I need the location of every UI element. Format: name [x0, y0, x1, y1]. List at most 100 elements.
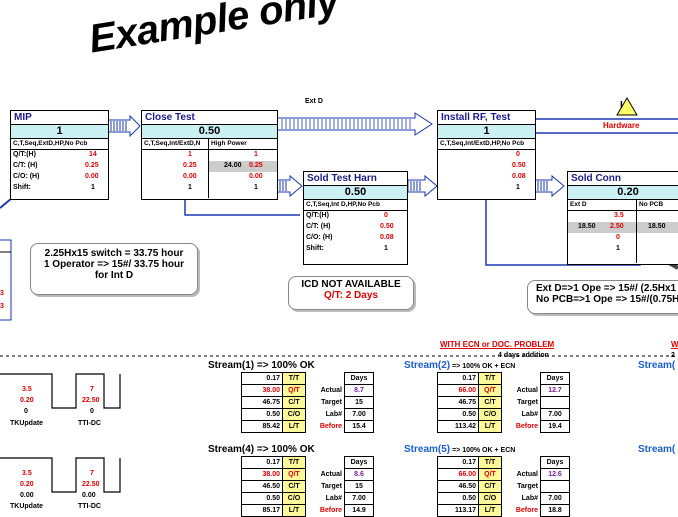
- stream-label: Target: [321, 483, 342, 490]
- timeline-value: 0.20: [20, 481, 34, 488]
- ext-d-label: Ext D: [305, 98, 323, 105]
- row-value: 0.25: [249, 162, 263, 169]
- days-header: Days: [344, 372, 374, 385]
- stream-label: Lab#: [521, 411, 538, 418]
- callout-line: ICD NOT AVAILABLE: [301, 279, 401, 290]
- hardware-label: Hardware: [603, 121, 640, 130]
- stream5-title: Stream(5) => 100% OK + ECN: [404, 444, 515, 455]
- row-value: 1: [616, 245, 620, 252]
- stream-value: 85.42: [241, 420, 283, 433]
- stream-value: 0.17: [437, 372, 479, 385]
- process-attributes: C,T,Seq,Int/ExtD,N: [144, 140, 201, 147]
- row-label: Shift:: [13, 184, 31, 191]
- stream-metric: C/T: [478, 396, 502, 409]
- stream-metric: Q/T: [282, 468, 306, 481]
- row-value: 1: [188, 151, 192, 158]
- row-value: 1: [516, 184, 520, 191]
- stream-metric: Q/T: [478, 468, 502, 481]
- row-value: 0.08: [512, 173, 526, 180]
- row-value: 0.25: [85, 162, 99, 169]
- stream-days: 7.00: [540, 408, 570, 421]
- stream-days: 18.8: [540, 504, 570, 517]
- stream-metric: L/T: [282, 504, 306, 517]
- timeline-value: 22.50: [82, 481, 100, 488]
- stream6-title: Stream(: [638, 444, 676, 455]
- callout-ext-d: Ext D=>1 Ope => 15#/ (2.5Hx1 No PCB=>1 O…: [527, 280, 678, 314]
- stream-days: [540, 396, 570, 409]
- stream-value: 0.17: [241, 456, 283, 469]
- high-power-label: High Power: [208, 139, 247, 149]
- stream-days: 7.00: [540, 492, 570, 505]
- timeline-value: 3.5: [22, 470, 32, 477]
- stream-name: Stream(2): [404, 360, 451, 371]
- process-box-install-rf[interactable]: Install RF, Test 1 C,T,Seq,Int/ExtD,HP,N…: [437, 110, 536, 200]
- stream-label: Before: [319, 423, 342, 430]
- stream-value: 46.50: [241, 480, 283, 493]
- stream1-title: Stream(1) => 100% OK: [208, 360, 315, 371]
- callout-line: No PCB=>1 Ope => 15#/(0.75Hx: [536, 294, 678, 305]
- stream-days: 8.7: [344, 384, 374, 397]
- timeline-label: TTI-DC: [78, 503, 101, 510]
- stream-metric: T/T: [282, 456, 306, 469]
- right-w-label: W: [671, 340, 678, 349]
- stream-days: 7.00: [344, 492, 374, 505]
- stream-metric: L/T: [282, 420, 306, 433]
- process-box-sold-test-harn[interactable]: Sold Test Harn 0.50 C,T,Seq,Int D,HP,No …: [303, 171, 408, 265]
- stream-value: 0.50: [241, 408, 283, 421]
- timeline-label: TKUpdate: [10, 420, 44, 427]
- process-attributes: C,T,Seq,Int/ExtD,HP,No Pcb: [438, 139, 535, 150]
- timeline-value: 7: [90, 470, 94, 477]
- stream-metric: C/O: [478, 408, 502, 421]
- stream-metric: L/T: [478, 504, 502, 517]
- warning-icon: I: [620, 100, 623, 111]
- row-value: 18.50: [648, 223, 666, 230]
- stream-value: 113.17: [437, 504, 479, 517]
- stream-label: Lab#: [325, 411, 342, 418]
- stream-suffix: => 100% OK + ECN: [450, 447, 516, 454]
- days-header: Days: [344, 456, 374, 469]
- row-value: 3.5: [614, 212, 624, 219]
- stream-label: Target: [517, 399, 538, 406]
- stream-days: [540, 480, 570, 493]
- stream-value: 38.00: [241, 468, 283, 481]
- push-arrow-harn-install: [407, 174, 438, 198]
- process-title: MIP: [11, 111, 108, 125]
- stream-metric: C/O: [478, 492, 502, 505]
- stream-label: Lab#: [521, 495, 538, 502]
- row-value: 1: [254, 184, 258, 191]
- timeline-value: 7: [90, 386, 94, 393]
- process-title: Sold Test Harn: [304, 172, 407, 186]
- stream-label: Actual: [320, 471, 342, 478]
- timeline-value: 0: [24, 408, 28, 415]
- row-value: 0.50: [512, 162, 526, 169]
- stream2-title: Stream(2) => 100% OK + ECN: [404, 360, 515, 371]
- stream-metric: C/T: [282, 480, 306, 493]
- timeline-value: 0.00: [82, 492, 96, 499]
- row-value: 2.50: [610, 223, 624, 230]
- row-value: 0.08: [380, 234, 394, 241]
- row-value: 0: [384, 212, 388, 219]
- row-value: 1: [91, 184, 95, 191]
- stream-label: Actual: [516, 387, 538, 394]
- process-box-mip[interactable]: MIP 1 C,T,Seq,ExtD,HP,No Pcb Q/T:(H)14 C…: [10, 110, 109, 200]
- stream-name: Stream(5): [404, 444, 451, 455]
- timeline-value: 22.50: [82, 397, 100, 404]
- row-value: 1: [254, 151, 258, 158]
- stream-value: 0.17: [241, 372, 283, 385]
- push-arrow-mip-close: [107, 114, 141, 138]
- stream-label: Actual: [320, 387, 342, 394]
- stream-metric: C/T: [478, 480, 502, 493]
- callout-line: 1 Operator => 15#/ 33.75 hour: [43, 259, 185, 270]
- row-label: Shift:: [306, 245, 324, 252]
- stream-value: 38.00: [241, 384, 283, 397]
- right-2-label: 2: [671, 352, 675, 359]
- stream-label: Before: [319, 507, 342, 514]
- process-title: Sold Conn: [568, 172, 678, 186]
- push-arrow-close-install: [276, 112, 433, 136]
- process-attributes: C,T,Seq,ExtD,HP,No Pcb: [11, 139, 108, 150]
- stream-metric: T/T: [478, 456, 502, 469]
- stream-label: Before: [515, 423, 538, 430]
